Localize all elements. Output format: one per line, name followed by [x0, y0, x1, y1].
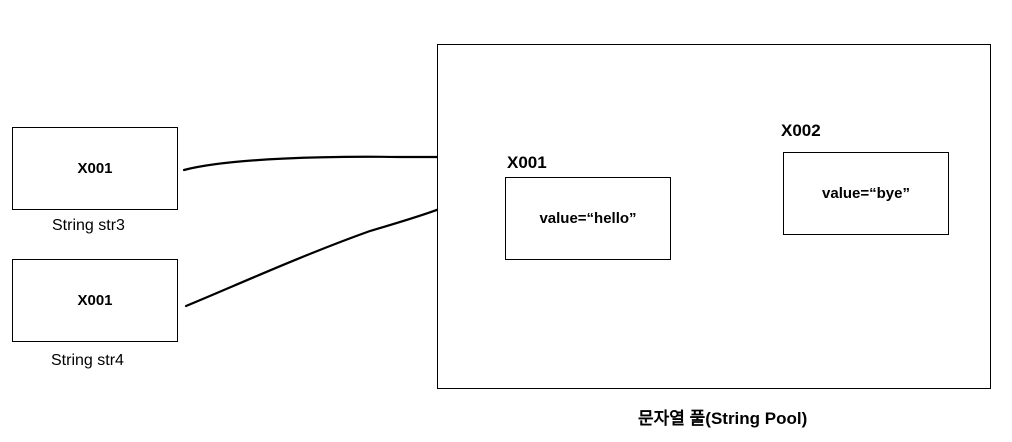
- string-pool-caption: 문자열 풀(String Pool): [638, 409, 808, 428]
- variable-str4-box: X001: [12, 259, 178, 342]
- arrow-str3-to-x001: [182, 155, 480, 172]
- variable-str4-value: X001: [77, 292, 113, 309]
- object-address-x001: X001: [507, 153, 547, 172]
- variable-str4-label: String str4: [51, 352, 124, 369]
- variable-str3-value: X001: [77, 160, 113, 177]
- string-object-hello: value=“hello”: [505, 177, 671, 260]
- variable-str3-label: String str3: [52, 217, 125, 234]
- object-address-x002: X002: [781, 121, 821, 140]
- string-object-hello-value: value=“hello”: [539, 210, 637, 227]
- string-object-bye: value=“bye”: [783, 152, 949, 235]
- variable-str3-box: X001: [12, 127, 178, 210]
- string-object-bye-value: value=“bye”: [822, 185, 910, 202]
